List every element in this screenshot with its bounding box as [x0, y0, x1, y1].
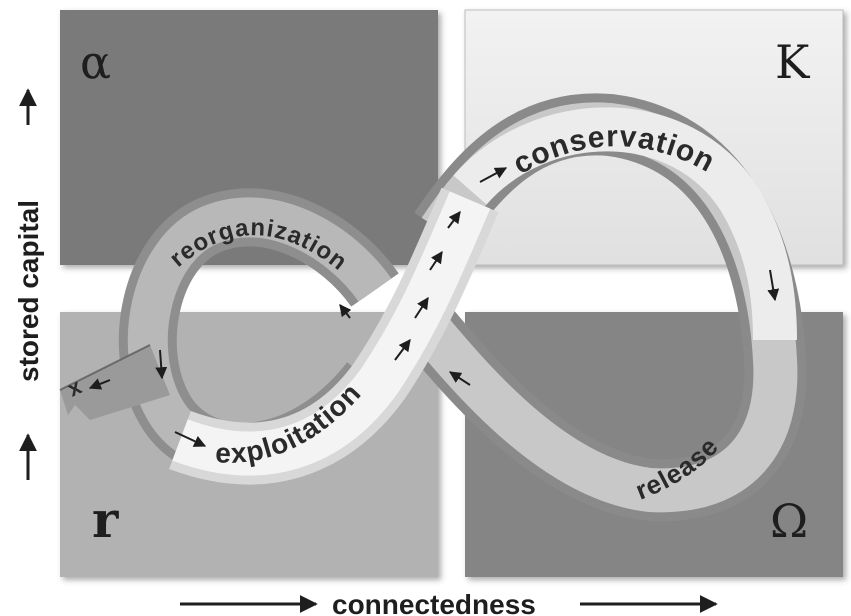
y-axis-label: stored capital [13, 200, 44, 382]
quadrant-letter-omega: Ω [770, 494, 808, 548]
x-axis: connectedness [180, 589, 716, 616]
quadrant-letter-alpha: α [80, 35, 111, 89]
y-axis: stored capital [13, 90, 44, 480]
quadrant-letter-r: r [92, 490, 119, 549]
quadrant-letter-k: K [775, 35, 811, 89]
x-axis-label: connectedness [332, 589, 536, 616]
